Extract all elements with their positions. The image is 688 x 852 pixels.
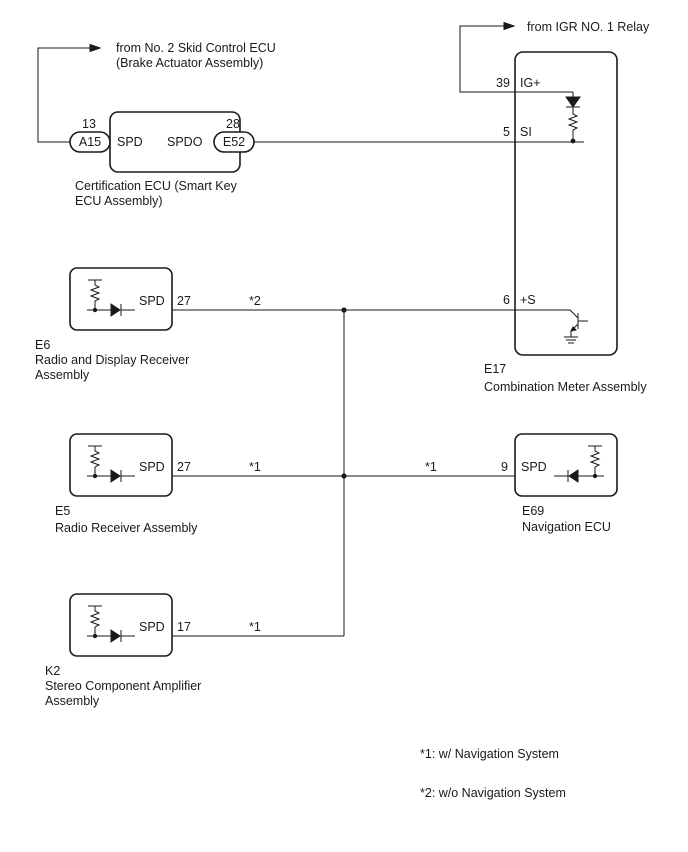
pullup-resistor-icon [588, 445, 602, 476]
skid-control-label-1: from No. 2 Skid Control ECU [116, 41, 276, 55]
certification-ecu: SPD SPDO A15 13 E52 28 Certification ECU… [69, 111, 255, 208]
diode-icon [565, 96, 581, 108]
diode-icon [554, 469, 604, 483]
radio-receiver-pin: 27 [177, 460, 191, 474]
navigation-code: E69 [522, 504, 544, 518]
pin-28-label: 28 [226, 117, 240, 131]
certification-ecu-spd-terminal: SPD [117, 135, 143, 149]
combination-meter-box [514, 51, 618, 356]
stereo-amp-name-2: Assembly [45, 694, 100, 708]
combination-meter-name: Combination Meter Assembly [484, 380, 647, 394]
arrow-icon [89, 43, 102, 53]
skid-control-label-2: (Brake Actuator Assembly) [116, 56, 263, 70]
pin-6-label: 6 [503, 293, 510, 307]
radio-display-code: E6 [35, 338, 50, 352]
navigation-note: *1 [425, 460, 437, 474]
navigation-ecu-box [514, 433, 618, 497]
diode-icon [87, 629, 135, 643]
junction-dot [341, 473, 347, 479]
radio-receiver-spd-terminal: SPD [139, 460, 165, 474]
diode-icon [87, 303, 135, 317]
skid-control-source: from No. 2 Skid Control ECU (Brake Actua… [37, 41, 276, 143]
certification-ecu-spdo-terminal: SPDO [167, 135, 203, 149]
stereo-amplifier: SPD 17 *1 K2 Stereo Component Amplifier … [45, 593, 261, 708]
junction-dot [341, 307, 347, 313]
s-terminal-label: +S [520, 293, 536, 307]
radio-receiver-name: Radio Receiver Assembly [55, 521, 198, 535]
arrow-icon [503, 21, 516, 31]
radio-receiver-note: *1 [249, 460, 261, 474]
footnote-1: *1: w/ Navigation System [420, 747, 559, 761]
navigation-pin: 9 [501, 460, 508, 474]
connector-a15-label: A15 [79, 135, 101, 149]
certification-ecu-name-2: ECU Assembly) [75, 194, 163, 208]
diode-icon [87, 469, 135, 483]
radio-display-note: *2 [249, 294, 261, 308]
radio-display-pin: 27 [177, 294, 191, 308]
connector-a15 [69, 131, 111, 153]
navigation-name: Navigation ECU [522, 520, 611, 534]
radio-receiver: SPD 27 *1 E5 Radio Receiver Assembly [55, 433, 261, 535]
connector-e52-label: E52 [223, 135, 245, 149]
speed-signal-bus [172, 307, 560, 637]
pin-13-label: 13 [82, 117, 96, 131]
radio-display-spd-terminal: SPD [139, 294, 165, 308]
footnote-2: *2: w/o Navigation System [420, 786, 566, 800]
stereo-amp-code: K2 [45, 664, 60, 678]
ig-terminal-label: IG+ [520, 76, 541, 90]
combination-meter: from IGR NO. 1 Relay 39 IG+ 5 SI 6 +S E1… [459, 20, 650, 394]
radio-display-name-2: Assembly [35, 368, 90, 382]
navigation-ecu: SPD 9 *1 E69 Navigation ECU [425, 433, 618, 534]
si-terminal-label: SI [520, 125, 532, 139]
igr-relay-label: from IGR NO. 1 Relay [527, 20, 650, 34]
transistor-icon [560, 309, 588, 344]
navigation-spd-terminal: SPD [521, 460, 547, 474]
certification-ecu-name-1: Certification ECU (Smart Key [75, 179, 238, 193]
stereo-amp-name-1: Stereo Component Amplifier [45, 679, 201, 693]
radio-display-name-1: Radio and Display Receiver [35, 353, 189, 367]
radio-receiver-code: E5 [55, 504, 70, 518]
combination-meter-code: E17 [484, 362, 506, 376]
stereo-amp-pin: 17 [177, 620, 191, 634]
stereo-amp-spd-terminal: SPD [139, 620, 165, 634]
radio-display-receiver: SPD 27 *2 E6 Radio and Display Receiver … [35, 267, 261, 382]
pin-5-label: 5 [503, 125, 510, 139]
stereo-amp-note: *1 [249, 620, 261, 634]
pin-39-label: 39 [496, 76, 510, 90]
